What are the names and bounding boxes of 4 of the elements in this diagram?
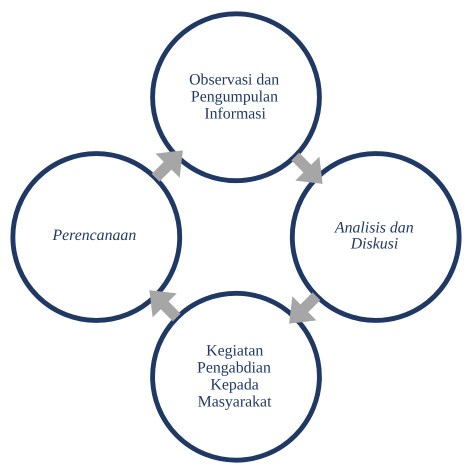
arrow [289, 292, 320, 324]
arrow [291, 152, 323, 184]
arrow [152, 150, 183, 182]
arrow [149, 290, 181, 322]
